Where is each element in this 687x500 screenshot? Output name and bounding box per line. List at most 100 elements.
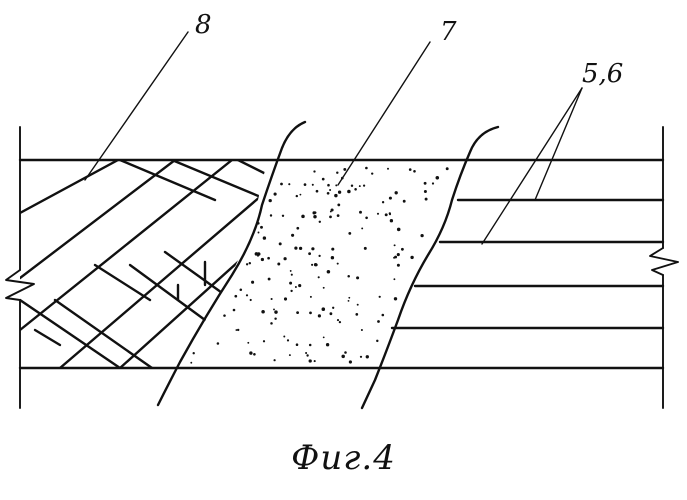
- granule-dot: [284, 257, 287, 260]
- granule-dot: [269, 199, 272, 202]
- granule-dot: [385, 213, 388, 216]
- granule-dot: [334, 194, 337, 197]
- granule-dot: [393, 278, 395, 280]
- granule-dot: [268, 278, 271, 281]
- granule-dot: [349, 360, 352, 363]
- granule-dot: [246, 294, 248, 296]
- granule-dot: [319, 221, 321, 223]
- granule-dot: [359, 185, 361, 187]
- granule-dot: [193, 352, 195, 354]
- granule-dot: [365, 167, 368, 170]
- granule-dot: [355, 313, 358, 316]
- granule-dot: [257, 222, 260, 225]
- leader-lines: [85, 32, 582, 244]
- granule-dot: [294, 247, 297, 250]
- granule-dot: [271, 298, 273, 300]
- granule-dot: [284, 297, 287, 300]
- granule-dot: [318, 314, 321, 317]
- granule-dot: [280, 183, 283, 186]
- granule-dot: [420, 234, 423, 237]
- granule-dot: [277, 263, 280, 266]
- granule-dot: [394, 297, 397, 300]
- granule-dot: [330, 312, 333, 315]
- granule-dot: [249, 262, 251, 264]
- leader-56-a: [535, 88, 582, 200]
- granule-dot: [300, 194, 302, 196]
- granule-dot: [359, 211, 362, 214]
- granule-dot: [336, 171, 338, 173]
- granule-dot: [387, 168, 389, 170]
- granule-dot: [296, 343, 299, 346]
- granule-dot: [337, 263, 339, 265]
- granule-dot: [379, 296, 381, 298]
- granule-dot: [389, 197, 392, 200]
- granule-dot: [366, 355, 369, 358]
- granule-dot: [291, 234, 294, 237]
- granule-dot: [261, 310, 265, 314]
- granule-dot: [287, 339, 289, 341]
- granule-dot: [337, 319, 339, 321]
- granule-dot: [283, 336, 285, 338]
- granule-dot: [190, 362, 192, 364]
- granule-dot: [263, 236, 266, 239]
- granule-dot: [397, 253, 400, 256]
- granule-dot: [446, 167, 449, 170]
- granule-dot: [273, 359, 275, 361]
- granule-dot: [290, 290, 292, 292]
- granule-dot: [309, 344, 312, 347]
- granule-dot: [364, 247, 367, 250]
- granule-dot: [299, 247, 302, 250]
- granular-section: [190, 167, 448, 364]
- granule-dot: [329, 216, 332, 219]
- granule-dot: [260, 226, 263, 229]
- granule-dot: [393, 257, 395, 259]
- granule-dot: [263, 340, 265, 342]
- granule-dot: [217, 342, 220, 345]
- granule-dot: [436, 176, 440, 180]
- granule-dot: [289, 282, 292, 285]
- granule-dot: [253, 353, 256, 356]
- granule-dot: [322, 178, 325, 181]
- granule-dot: [291, 274, 293, 276]
- granule-dot: [401, 248, 404, 251]
- granule-dot: [361, 227, 363, 229]
- granule-dot: [314, 360, 316, 362]
- granule-dot: [234, 295, 237, 298]
- granule-dot: [343, 168, 346, 171]
- granule-dot: [413, 170, 416, 173]
- granule-dot: [273, 308, 275, 310]
- granule-dot: [250, 299, 252, 301]
- granule-dot: [394, 244, 396, 246]
- granule-dot: [258, 232, 260, 234]
- granule-dot: [290, 270, 292, 272]
- granule-dot: [311, 247, 314, 250]
- granule-dot: [311, 264, 313, 266]
- granule-dot: [410, 256, 413, 259]
- granule-dot: [424, 182, 427, 185]
- granule-dot: [365, 217, 368, 220]
- granule-dot: [288, 183, 290, 185]
- layered-section: [392, 160, 663, 328]
- granule-dot: [332, 307, 334, 309]
- granule-dot: [347, 275, 350, 278]
- granule-dot: [279, 242, 282, 245]
- granule-dot: [357, 304, 359, 306]
- granule-dot: [347, 190, 351, 194]
- granule-dot: [403, 200, 406, 203]
- granule-dot: [326, 343, 329, 346]
- granule-dot: [274, 310, 277, 313]
- break-mark-left: [6, 270, 34, 300]
- granule-dot: [351, 185, 353, 187]
- granule-dot: [295, 286, 297, 288]
- granule-dot: [354, 188, 357, 191]
- granule-dot: [344, 351, 347, 354]
- granule-dot: [255, 252, 259, 256]
- granule-dot: [249, 351, 252, 354]
- granule-dot: [432, 182, 434, 184]
- granule-dot: [389, 212, 391, 214]
- granule-dot: [331, 248, 334, 251]
- granule-dot: [301, 215, 305, 219]
- granule-dot: [309, 359, 312, 362]
- herringbone-section: [20, 160, 268, 368]
